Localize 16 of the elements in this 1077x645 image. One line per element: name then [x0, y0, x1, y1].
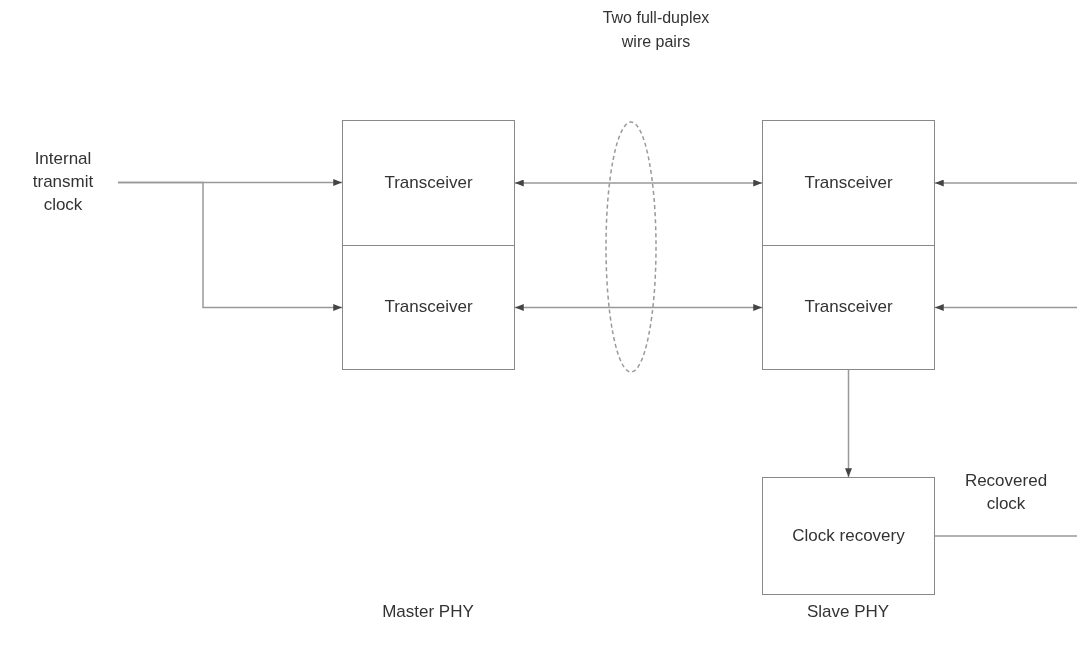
caption-label: Master PHY — [382, 602, 474, 622]
arrow — [117, 181, 343, 311]
process-box: Clock recovery — [762, 477, 935, 595]
connector-line — [934, 535, 1077, 537]
arrow — [934, 304, 1077, 311]
arrow — [934, 179, 1077, 187]
process-box: Transceiver — [342, 245, 515, 370]
caption-label: Slave PHY — [806, 602, 890, 622]
arrow — [845, 369, 852, 478]
process-box: Transceiver — [342, 120, 515, 246]
process-box: Transceiver — [762, 120, 935, 246]
process-box: Transceiver — [762, 245, 935, 370]
arrow — [514, 304, 763, 311]
text-label: Internal transmit clock — [31, 148, 95, 216]
ellipse-label: Two full-duplex wire pairs — [601, 8, 711, 52]
arrow — [514, 179, 763, 187]
